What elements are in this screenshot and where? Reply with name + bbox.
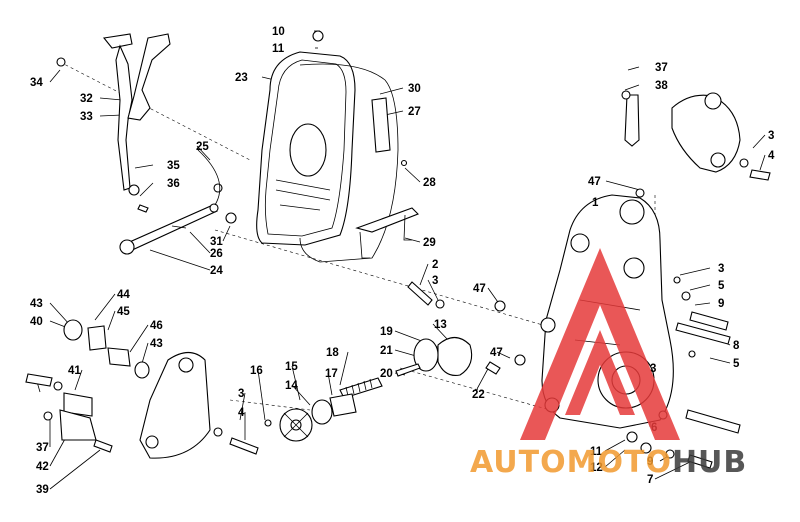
callout-label: 5: [718, 280, 725, 292]
gasket-outline: [299, 63, 399, 263]
callout-label: 12: [590, 462, 603, 474]
callout-label: 42: [36, 461, 49, 473]
callout-label: 4: [238, 407, 245, 419]
callout-label: 19: [380, 326, 393, 338]
callout-label: 41: [68, 365, 81, 377]
callout-label: 33: [80, 111, 93, 123]
callout-label: 34: [30, 77, 43, 89]
callout-label: 16: [250, 365, 263, 377]
callout-label: 24: [210, 265, 223, 277]
callout-label: 47: [588, 176, 601, 188]
watermark-text-automoto: AUTOMOTOHUB: [470, 445, 747, 480]
brake-lever-assembly: [56, 33, 171, 213]
brake-shaft: [119, 149, 223, 255]
callout-label: 36: [167, 178, 180, 190]
callout-label: 3: [650, 363, 656, 375]
right-side-hardware: [626, 188, 741, 469]
callout-label: 37: [36, 442, 49, 454]
callout-label: 47: [490, 347, 503, 359]
callout-label: 22: [472, 389, 485, 401]
center-hardware: [339, 281, 526, 399]
callout-label: 46: [150, 320, 163, 332]
callout-label: 28: [423, 177, 436, 189]
callout-label: 35: [167, 160, 180, 172]
callout-label: 39: [36, 484, 49, 496]
watermark-orange: AUTOMOTO: [470, 445, 672, 480]
callout-label: 15: [285, 361, 298, 373]
callout-label: 21: [380, 345, 393, 357]
plate-and-bracket: [355, 97, 419, 259]
callout-label: 5: [733, 358, 740, 370]
callout-label: 37: [655, 62, 668, 74]
callout-label: 25: [196, 141, 209, 153]
watermark-inner-triangle: [565, 330, 635, 415]
callout-label: 26: [210, 248, 223, 260]
callout-label: 23: [235, 72, 248, 84]
callout-label: 7: [647, 474, 653, 486]
callout-label: 3: [432, 275, 438, 287]
callout-label: 8: [733, 340, 740, 352]
watermark-triangle: [520, 248, 680, 440]
callout-label: 3: [718, 263, 724, 275]
assembly-axis-lines: [59, 61, 656, 411]
callout-label: 9: [647, 456, 653, 468]
callout-label: 32: [80, 93, 93, 105]
callout-label: 44: [117, 289, 130, 301]
callout-label: 20: [380, 368, 393, 380]
callout-label: 47: [473, 283, 486, 295]
callout-label: 29: [423, 237, 436, 249]
lower-bolt: [213, 427, 259, 455]
callout-label: 2: [432, 259, 438, 271]
callout-label: 43: [150, 338, 163, 350]
callout-label: 13: [434, 319, 447, 331]
left-cover-plate: [25, 319, 211, 459]
callout-label: 10: [272, 26, 285, 38]
chaincase-cover: [225, 30, 356, 246]
callout-label: 4: [768, 150, 775, 162]
watermark-dark: HUB: [672, 445, 747, 480]
callout-label: 40: [30, 316, 43, 328]
callout-label: 1: [592, 197, 599, 209]
callout-label: 30: [408, 83, 421, 95]
callout-label: 11: [272, 43, 285, 55]
callout-numbers: 10 11 23 30 27 28 29 34 32 33 25 35 36 3…: [30, 26, 775, 496]
callout-label: 27: [408, 106, 421, 118]
callout-label: 3: [768, 130, 774, 142]
drive-sprocket-parts: [264, 393, 357, 442]
callout-label: 38: [655, 80, 668, 92]
watermark-logo: AUTOMOTOHUB: [470, 248, 747, 480]
callout-label: 43: [30, 298, 43, 310]
callout-label: 18: [326, 347, 339, 359]
callout-label: 11: [590, 446, 603, 458]
callout-label: 31: [210, 236, 223, 248]
callout-label: 17: [325, 368, 338, 380]
callout-label: 14: [285, 380, 298, 392]
callout-label: 9: [718, 298, 724, 310]
top-right-bracket: [621, 90, 771, 181]
callout-label: 3: [238, 388, 244, 400]
callout-label: 45: [117, 306, 130, 318]
